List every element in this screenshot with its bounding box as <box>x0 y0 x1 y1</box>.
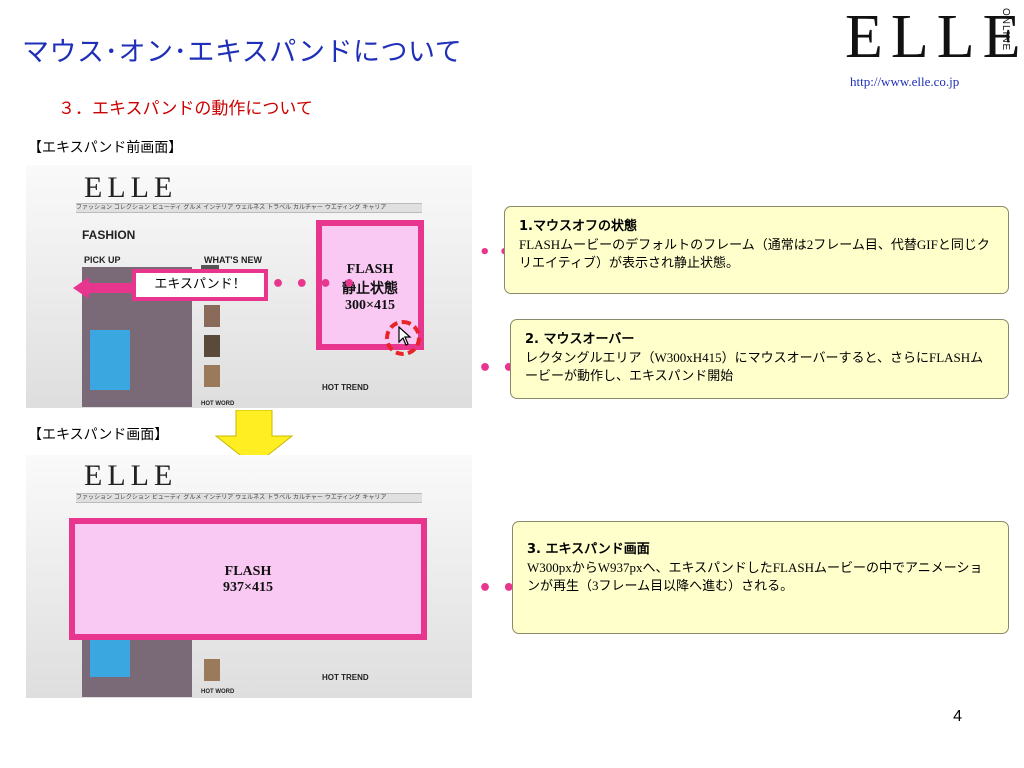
news-thumb <box>204 335 220 357</box>
screenshot-fashion: FASHION <box>82 228 136 242</box>
callout-mouse-off: 1.マウスオフの状態 FLASHムービーのデフォルトのフレーム（通常は2フレーム… <box>504 206 1009 294</box>
screenshot-pickup: PICK UP <box>84 255 121 265</box>
pickup-image-accent <box>90 637 130 677</box>
screenshot-hotword: HOT WORD <box>201 401 235 407</box>
callout-heading: 1.マウスオフの状態 <box>519 219 637 234</box>
site-url[interactable]: http://www.elle.co.jp <box>850 74 960 89</box>
screenshot-nav: ファッション コレクション ビューティ グルメ インテリア ウェルネス トラベル… <box>76 493 422 503</box>
news-thumb <box>204 305 220 327</box>
logo-main-text: ELLE <box>845 3 1024 71</box>
flash-label: FLASH <box>224 564 272 579</box>
callout-heading: 3. エキスパンド画面 <box>527 542 650 557</box>
expand-left-arrow-icon <box>73 277 135 299</box>
flash-state: 静止状態 <box>342 282 398 297</box>
callout-expanded: 3. エキスパンド画面 W300pxからW937pxへ、エキスパンドしたFLAS… <box>512 521 1009 634</box>
callout-heading: 2. マウスオーバー <box>525 332 635 347</box>
flash-rectangle-expanded[interactable]: FLASH 937×415 <box>69 518 427 640</box>
expand-tag: エキスパンド！ <box>132 269 268 301</box>
mouse-cursor-icon <box>398 326 412 346</box>
screenshot-hottrend: HOT TREND <box>322 673 369 682</box>
after-label: 【エキスパンド画面】 <box>28 427 169 443</box>
callout-body: W300pxからW937pxへ、エキスパンドしたFLASHムービーの中でアニメー… <box>527 560 983 593</box>
screenshot-logo: ELLE <box>84 171 178 204</box>
connector-dots: • • <box>479 242 512 263</box>
flash-label: FLASH <box>346 262 394 277</box>
connector-dots: • • • • <box>271 272 358 297</box>
news-thumb <box>204 659 220 681</box>
before-label: 【エキスパンド前画面】 <box>28 140 183 156</box>
callout-body: レクタングルエリア（W300xH415）にマウスオーバーすると、さらにFLASH… <box>525 350 984 383</box>
elle-online-logo: ELLE ONLINE <box>845 4 1021 72</box>
news-thumb <box>204 365 220 387</box>
callout-body: FLASHムービーのデフォルトのフレーム（通常は2フレーム目、代替GIFと同じク… <box>519 237 990 270</box>
down-arrow-icon <box>214 410 294 467</box>
logo-sub-text: ONLINE <box>1000 8 1011 52</box>
section-subtitle: ３．エキスパンドの動作について <box>58 99 313 119</box>
pickup-image-accent <box>90 330 130 390</box>
callout-mouse-over: 2. マウスオーバー レクタングルエリア（W300xH415）にマウスオーバーす… <box>510 319 1009 399</box>
screenshot-hotword: HOT WORD <box>201 689 235 695</box>
page-number: 4 <box>953 708 962 725</box>
screenshot-logo: ELLE <box>84 459 178 492</box>
cursor-highlight-circle <box>385 320 421 356</box>
screenshot-nav: ファッション コレクション ビューティ グルメ インテリア ウェルネス トラベル… <box>76 203 422 213</box>
page-title: マウス･オン･エキスパンドについて <box>22 37 463 68</box>
flash-size: 300×415 <box>345 298 395 313</box>
flash-size: 937×415 <box>223 580 273 595</box>
screenshot-hottrend: HOT TREND <box>322 383 369 392</box>
screenshot-whatsnew: WHAT'S NEW <box>204 255 262 265</box>
